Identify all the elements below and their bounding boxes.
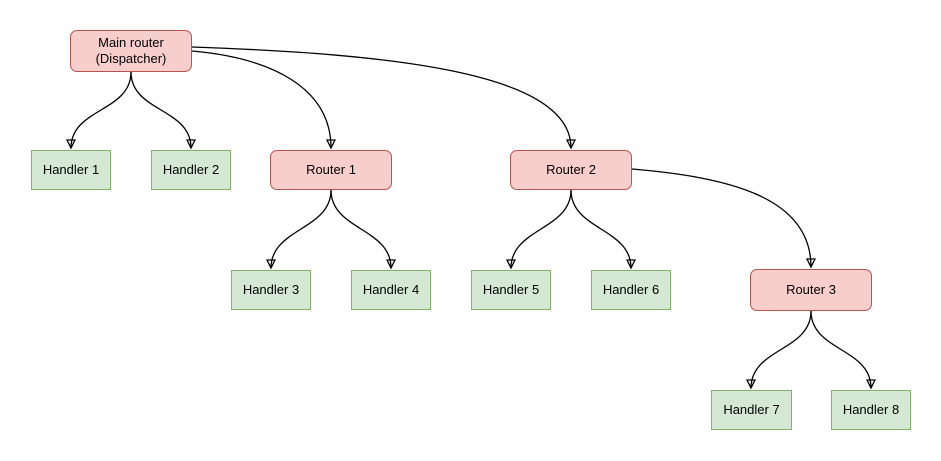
node-handler-2-label: Handler 2 [162, 162, 220, 177]
node-handler-7-label: Handler 7 [723, 402, 780, 417]
node-router-3-label: Router 3 [786, 282, 836, 297]
edge-router-3-to-handler-7 [751, 310, 812, 388]
node-handler-7: Handler 7 [711, 390, 792, 430]
node-router-1-label: Router 1 [306, 162, 356, 177]
node-handler-4: Handler 4 [351, 270, 431, 310]
node-handler-3: Handler 3 [231, 270, 311, 310]
edge-router-3-to-handler-8 [810, 310, 871, 388]
node-main-router: Main router (Dispatcher) [70, 30, 192, 72]
node-handler-8: Handler 8 [831, 390, 911, 430]
node-handler-1: Handler 1 [31, 150, 111, 190]
node-handler-4-label: Handler 4 [362, 282, 420, 297]
node-handler-6-label: Handler 6 [602, 282, 660, 297]
edge-main-router-to-handler-1 [71, 71, 132, 148]
node-handler-5: Handler 5 [471, 270, 551, 310]
node-handler-8-label: Handler 8 [842, 402, 900, 417]
node-handler-6: Handler 6 [591, 270, 671, 310]
edge-router-1-to-handler-4 [330, 189, 391, 268]
node-handler-1-label: Handler 1 [42, 162, 100, 177]
node-router-1: Router 1 [270, 150, 392, 190]
node-router-3: Router 3 [750, 269, 872, 311]
node-handler-2: Handler 2 [151, 150, 231, 190]
edge-router-2-to-handler-6 [570, 189, 631, 268]
node-router-2: Router 2 [510, 150, 632, 190]
node-router-2-label: Router 2 [546, 162, 596, 177]
node-handler-5-label: Handler 5 [482, 282, 540, 297]
edge-main-router-to-handler-2 [130, 71, 191, 148]
edge-router-1-to-handler-3 [271, 189, 332, 268]
edge-router-2-to-router-3 [631, 168, 811, 267]
node-handler-3-label: Handler 3 [242, 282, 300, 297]
edge-router-2-to-handler-5 [511, 189, 572, 268]
edge-main-router-to-router-1 [191, 50, 331, 148]
node-main-router-label: Main router (Dispatcher) [95, 35, 167, 66]
edge-main-router-to-router-2 [191, 46, 571, 148]
